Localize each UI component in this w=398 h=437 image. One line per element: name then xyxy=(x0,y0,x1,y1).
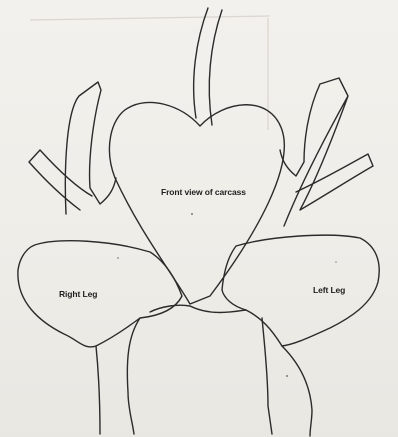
speck xyxy=(335,261,336,262)
speck xyxy=(286,375,288,377)
neck-strip xyxy=(194,8,222,125)
left-leg-label: Left Leg xyxy=(313,285,345,295)
lower-shanks xyxy=(96,305,312,436)
speck xyxy=(191,213,193,215)
left-leg-shape xyxy=(222,235,379,346)
right-upper-limb xyxy=(29,82,116,214)
speck xyxy=(117,257,118,258)
carcass-label: Front view of carcass xyxy=(161,187,246,197)
carcass-body xyxy=(109,102,284,304)
left-upper-limb xyxy=(280,78,373,226)
right-leg-shape xyxy=(18,241,182,347)
scan-artifact xyxy=(30,16,270,20)
right-leg-label: Right Leg xyxy=(59,289,97,299)
